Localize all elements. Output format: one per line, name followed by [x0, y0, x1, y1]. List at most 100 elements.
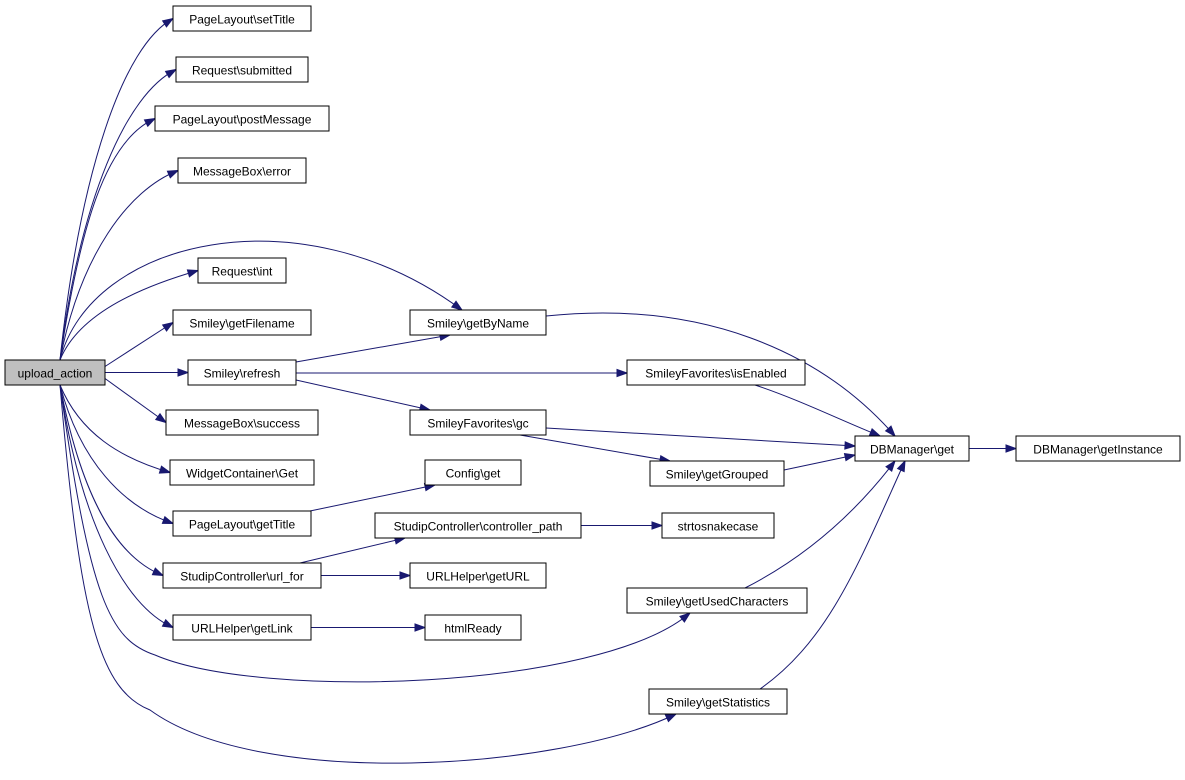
node-box	[162, 562, 322, 589]
node-box	[187, 359, 297, 386]
node-req-submitted[interactable]: Request\submitted	[175, 56, 309, 83]
edge-line	[309, 484, 436, 512]
node-sf-isenabled[interactable]: SmileyFavorites\isEnabled	[626, 359, 806, 386]
arrowhead-icon	[151, 567, 165, 577]
edge-upload_action-to-pl_gettitle	[59, 384, 175, 525]
node-label: htmlReady	[444, 622, 501, 636]
node-wc-get[interactable]: WidgetContainer\Get	[169, 459, 315, 486]
node-box	[4, 359, 106, 386]
arrowhead-icon	[161, 515, 175, 525]
arrowhead-icon	[844, 441, 857, 450]
node-label: strtosnakecase	[678, 520, 759, 534]
node-label: Smiley\refresh	[204, 367, 281, 381]
edge-line	[59, 69, 177, 361]
node-box	[172, 614, 312, 641]
node-sm-refresh[interactable]: Smiley\refresh	[187, 359, 297, 386]
arrowhead-icon	[161, 17, 175, 28]
node-label: PageLayout\setTitle	[189, 13, 295, 27]
edge-upload_action-to-uh_getlink	[59, 384, 175, 629]
arrowhead-icon	[143, 117, 157, 128]
arrowhead-icon	[1005, 444, 1018, 453]
node-pl-settitle[interactable]: PageLayout\setTitle	[172, 5, 312, 32]
edge-upload_action-to-mb_error	[59, 169, 180, 361]
node-sm-getbyname[interactable]: Smiley\getByName	[409, 309, 547, 336]
node-mb-success[interactable]: MessageBox\success	[165, 409, 319, 436]
edge-upload_action-to-sm_getfilename	[104, 321, 175, 367]
edge-upload_action-to-sc_urlfor	[59, 384, 165, 577]
edge-line	[59, 118, 156, 361]
node-uh-getlink[interactable]: URLHelper\getLink	[172, 614, 312, 641]
node-box	[177, 157, 307, 184]
node-pl-gettitle[interactable]: PageLayout\getTitle	[172, 510, 312, 537]
node-uh-geturl[interactable]: URLHelper\getURL	[409, 562, 547, 589]
edge-sc_urlfor-to-uh_geturl	[321, 571, 412, 580]
arrowhead-icon	[158, 465, 172, 474]
edge-line	[744, 460, 896, 589]
node-sm-getfilename[interactable]: Smiley\getFilename	[172, 309, 312, 336]
edge-sc_urlfor-to-sc_controllerpath	[299, 536, 407, 564]
edge-upload_action-to-sm_getusedchars	[59, 384, 692, 683]
edges-layer	[59, 17, 1018, 764]
edge-uh_getlink-to-htmlready	[311, 623, 427, 632]
node-dbm-getinstance[interactable]: DBManager\getInstance	[1015, 435, 1181, 462]
node-sm-getstatistics[interactable]: Smiley\getStatistics	[648, 688, 788, 715]
node-upload-action[interactable]: upload_action	[4, 359, 106, 386]
node-label: SmileyFavorites\gc	[427, 417, 528, 431]
edge-upload_action-to-wc_get	[59, 384, 172, 474]
arrowhead-icon	[616, 368, 629, 378]
node-label: WidgetContainer\Get	[186, 467, 299, 481]
node-sc-controllerpath[interactable]: StudipController\controller_path	[374, 512, 582, 539]
arrowhead-icon	[664, 713, 678, 723]
node-box	[175, 56, 309, 83]
edge-sm_refresh-to-sf_gc	[295, 379, 432, 412]
node-box	[197, 257, 287, 284]
edge-pl_gettitle-to-cfg_get	[309, 482, 437, 512]
edge-line	[59, 170, 179, 361]
arrowhead-icon	[414, 623, 427, 632]
node-dbm-get[interactable]: DBManager\get	[854, 435, 970, 462]
node-req-int[interactable]: Request\int	[197, 257, 287, 284]
node-box	[661, 512, 775, 539]
node-sc-urlfor[interactable]: StudipController\url_for	[162, 562, 322, 589]
node-label: Request\int	[212, 265, 273, 279]
arrowhead-icon	[399, 571, 412, 580]
nodes-layer: upload_action PageLayout\setTitleRequest\…	[4, 5, 1181, 715]
edge-dbm_get-to-dbm_getinstance	[969, 444, 1018, 453]
edge-line	[59, 384, 164, 576]
edge-line	[104, 322, 174, 367]
node-strtosnakecase[interactable]: strtosnakecase	[661, 512, 775, 539]
edge-upload_action-to-sm_getbyname	[59, 240, 464, 361]
node-box	[854, 435, 970, 462]
node-label: SmileyFavorites\isEnabled	[645, 367, 786, 381]
node-mb-error[interactable]: MessageBox\error	[177, 157, 307, 184]
node-label: Config\get	[446, 467, 501, 481]
edge-line	[295, 379, 431, 411]
edge-line	[783, 454, 856, 471]
node-box	[424, 459, 522, 486]
arrowhead-icon	[161, 618, 175, 629]
edge-line	[104, 378, 167, 423]
node-sm-getusedchars[interactable]: Smiley\getUsedCharacters	[626, 587, 808, 614]
edge-sf_gc-to-dbm_get	[545, 427, 857, 450]
node-cfg-get[interactable]: Config\get	[424, 459, 522, 486]
node-htmlready[interactable]: htmlReady	[424, 614, 522, 641]
node-sm-getgrouped[interactable]: Smiley\getGrouped	[649, 460, 785, 487]
edge-line	[59, 384, 691, 683]
arrowhead-icon	[166, 169, 180, 179]
arrowhead-icon	[884, 425, 896, 438]
edge-line	[59, 270, 199, 361]
node-box	[165, 409, 319, 436]
node-box	[169, 459, 315, 486]
edge-sm_getgrouped-to-dbm_get	[783, 452, 857, 471]
node-label: DBManager\get	[870, 443, 955, 457]
arrowhead-icon	[651, 521, 664, 530]
node-box	[424, 614, 522, 641]
edge-line	[295, 334, 451, 363]
node-sf-gc[interactable]: SmileyFavorites\gc	[409, 409, 547, 436]
node-label: StudipController\url_for	[180, 570, 303, 584]
edge-sc_controllerpath-to-strtosnakecase	[581, 521, 664, 530]
edge-line	[59, 384, 174, 628]
node-pl-postmessage[interactable]: PageLayout\postMessage	[154, 105, 330, 132]
arrowhead-icon	[868, 428, 882, 437]
